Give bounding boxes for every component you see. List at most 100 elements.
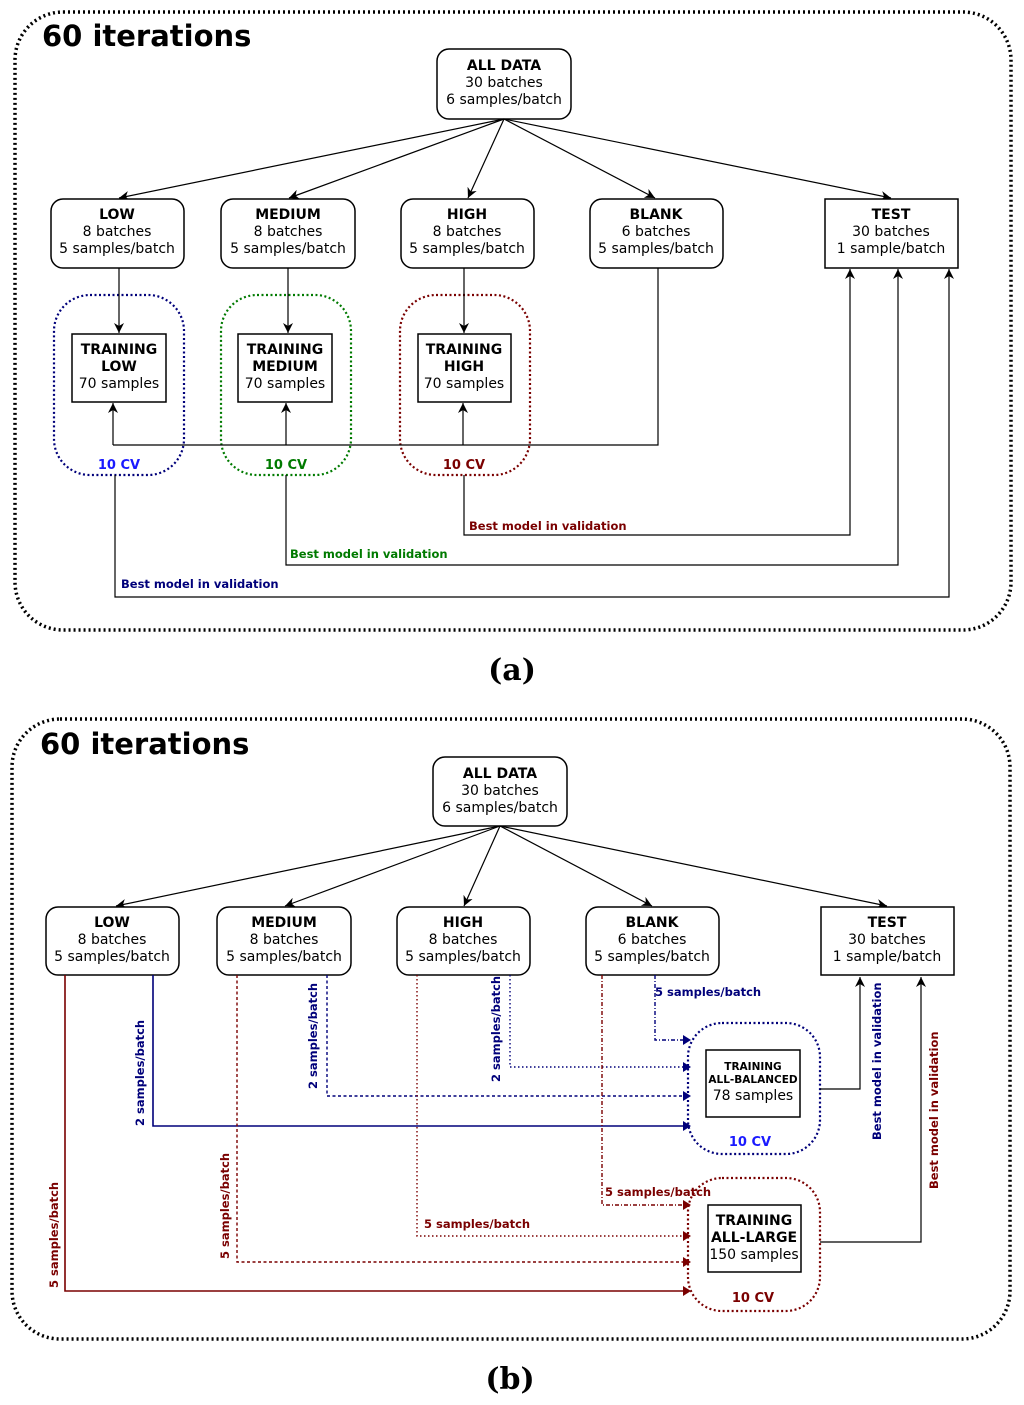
- cv-label-medium: 10 CV: [265, 458, 307, 473]
- label-blank-to-large: 5 samples/batch: [605, 1185, 711, 1199]
- cv-label-high: 10 CV: [443, 458, 485, 473]
- cv-label-large: 10 CV: [732, 1291, 774, 1306]
- blank-samples-b: 5 samples/batch: [594, 949, 710, 965]
- high-box-a: HIGH 8 batches 5 samples/batch: [400, 198, 535, 269]
- all-data-arrows-b: [115, 825, 888, 909]
- low-samples: 5 samples/batch: [59, 241, 175, 257]
- high-title: HIGH: [447, 207, 487, 223]
- test-batches-b: 30 batches: [848, 932, 926, 948]
- best-label-high: Best model in validation: [469, 519, 627, 533]
- panel-b-frame: [10, 717, 1012, 1341]
- medium-samples-b: 5 samples/batch: [226, 949, 342, 965]
- label-high-to-balanced: 2 samples/batch: [489, 976, 503, 1082]
- training-large-line1: TRAINING: [716, 1213, 793, 1229]
- test-box-b: TEST 30 batches 1 sample/batch: [820, 906, 955, 976]
- training-balanced-box: TRAINING ALL-BALANCED 78 samples: [705, 1049, 801, 1118]
- low-batches: 8 batches: [83, 224, 152, 240]
- blank-samples: 5 samples/batch: [598, 241, 714, 257]
- medium-batches-b: 8 batches: [250, 932, 319, 948]
- label-high-to-large: 5 samples/batch: [424, 1217, 530, 1231]
- test-samples: 1 sample/batch: [837, 241, 946, 257]
- medium-box-a: MEDIUM 8 batches 5 samples/batch: [220, 198, 356, 269]
- low-title: LOW: [99, 207, 135, 223]
- low-batches-b: 8 batches: [78, 932, 147, 948]
- high-samples-b: 5 samples/batch: [405, 949, 521, 965]
- caption-b: (b): [485, 1362, 534, 1397]
- high-batches-b: 8 batches: [429, 932, 498, 948]
- training-low-box: TRAINING LOW 70 samples: [71, 333, 167, 403]
- test-batches: 30 batches: [852, 224, 930, 240]
- all-data-samples-b: 6 samples/batch: [442, 800, 558, 816]
- training-balanced-line1: TRAINING: [724, 1061, 781, 1073]
- all-data-box-a: ALL DATA 30 batches 6 samples/batch: [436, 48, 572, 120]
- all-data-batches-b: 30 batches: [461, 783, 539, 799]
- all-data-box-b: ALL DATA 30 batches 6 samples/batch: [432, 756, 568, 827]
- panel-a-frame: [13, 10, 1013, 632]
- medium-title: MEDIUM: [255, 207, 321, 223]
- caption-a: (a): [488, 653, 536, 688]
- panel-b-title: 60 iterations: [40, 727, 249, 761]
- medium-samples: 5 samples/batch: [230, 241, 346, 257]
- best-line-high: [463, 269, 855, 536]
- training-high-line3: 70 samples: [424, 376, 504, 392]
- blank-batches: 6 batches: [622, 224, 691, 240]
- panel-a: 60 iterations ALL DATA 30 batches 6 samp…: [13, 10, 1013, 632]
- cv-frame-high: [398, 293, 532, 477]
- training-medium-box: TRAINING MEDIUM 70 samples: [237, 333, 333, 403]
- test-title: TEST: [872, 207, 911, 223]
- low-title-b: LOW: [94, 915, 130, 931]
- training-high-line1: TRAINING: [426, 342, 503, 358]
- training-low-line3: 70 samples: [79, 376, 159, 392]
- training-low-line2: LOW: [101, 359, 137, 375]
- training-large-line2: ALL-LARGE: [711, 1230, 797, 1246]
- test-samples-b: 1 sample/batch: [833, 949, 942, 965]
- best-line-low: [114, 269, 954, 598]
- test-title-b: TEST: [868, 915, 907, 931]
- blank-title: BLANK: [630, 207, 684, 223]
- balanced-feed-lines: [152, 975, 691, 1131]
- test-box-a: TEST 30 batches 1 sample/batch: [824, 198, 959, 269]
- low-samples-b: 5 samples/batch: [54, 949, 170, 965]
- training-high-box: TRAINING HIGH 70 samples: [417, 333, 512, 403]
- high-samples: 5 samples/batch: [409, 241, 525, 257]
- best-label-medium: Best model in validation: [290, 547, 448, 561]
- all-data-arrows-a: [118, 118, 892, 201]
- best-label-low: Best model in validation: [121, 577, 279, 591]
- medium-batches: 8 batches: [254, 224, 323, 240]
- large-feed-lines: [64, 975, 691, 1296]
- training-medium-line1: TRAINING: [247, 342, 324, 358]
- training-balanced-line2: ALL-BALANCED: [708, 1074, 797, 1086]
- label-low-to-balanced: 2 samples/batch: [133, 1020, 147, 1126]
- high-box-b: HIGH 8 batches 5 samples/batch: [396, 906, 531, 976]
- best-line-medium: [285, 269, 903, 566]
- blank-box-b: BLANK 6 batches 5 samples/batch: [585, 906, 720, 976]
- panel-b: 60 iterations ALL DATA 30 batches 6 samp…: [10, 717, 1012, 1341]
- label-blank-to-balanced: 5 samples/batch: [655, 985, 761, 999]
- best-line-balanced: [820, 977, 865, 1090]
- label-medium-to-large: 5 samples/batch: [218, 1153, 232, 1259]
- all-data-title: ALL DATA: [467, 58, 541, 74]
- best-label-balanced: Best model in validation: [870, 982, 884, 1140]
- medium-title-b: MEDIUM: [251, 915, 317, 931]
- training-high-line2: HIGH: [444, 359, 484, 375]
- training-low-line1: TRAINING: [81, 342, 158, 358]
- all-data-samples: 6 samples/batch: [446, 92, 562, 108]
- training-medium-line3: 70 samples: [245, 376, 325, 392]
- low-box-b: LOW 8 batches 5 samples/batch: [45, 906, 180, 976]
- medium-box-b: MEDIUM 8 batches 5 samples/batch: [216, 906, 352, 976]
- panel-a-title: 60 iterations: [42, 19, 251, 53]
- high-title-b: HIGH: [443, 915, 483, 931]
- training-large-line3: 150 samples: [709, 1247, 798, 1263]
- all-data-title-b: ALL DATA: [463, 766, 537, 782]
- training-large-box: TRAINING ALL-LARGE 150 samples: [707, 1204, 802, 1273]
- cv-label-low: 10 CV: [98, 458, 140, 473]
- blank-title-b: BLANK: [626, 915, 680, 931]
- training-medium-line2: MEDIUM: [252, 359, 318, 375]
- blank-box-a: BLANK 6 batches 5 samples/batch: [589, 198, 724, 269]
- best-line-large: [820, 977, 926, 1243]
- blank-feed-lines-a: [108, 268, 659, 446]
- training-balanced-line3: 78 samples: [713, 1088, 793, 1104]
- label-low-to-large: 5 samples/batch: [47, 1182, 61, 1288]
- cv-frame-large: [686, 1176, 822, 1313]
